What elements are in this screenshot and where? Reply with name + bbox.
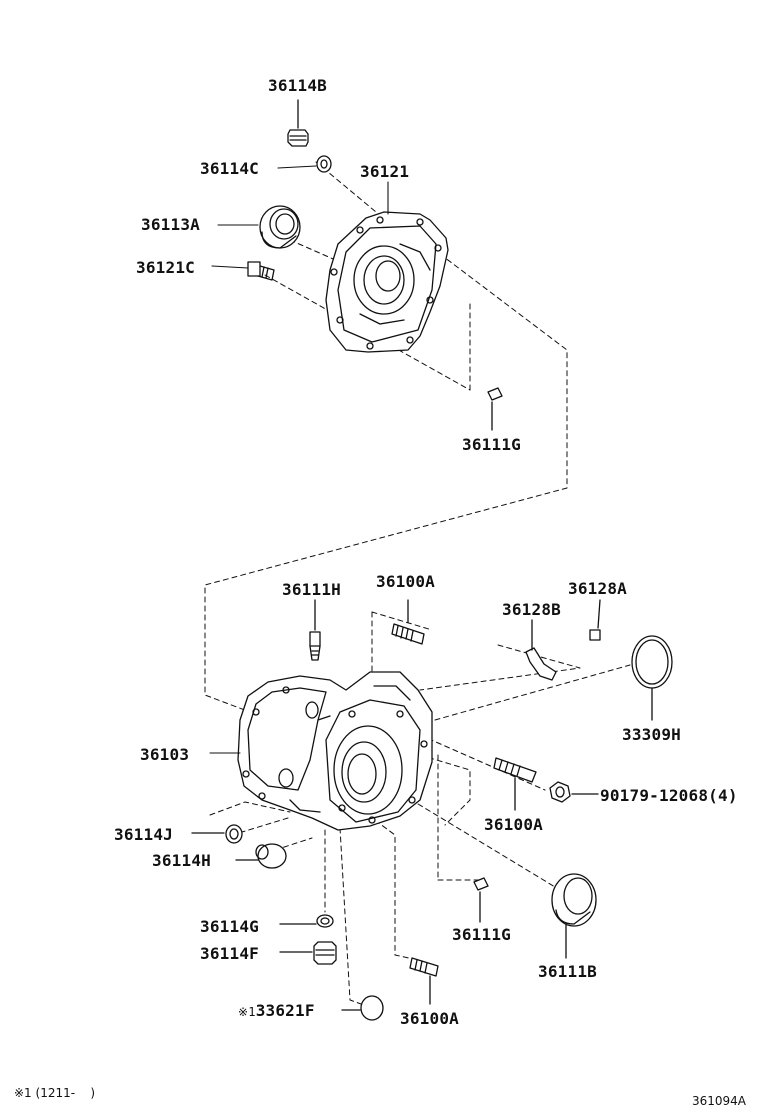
part-label-36121[interactable]: 36121 xyxy=(360,162,410,181)
part-label-36128a[interactable]: 36128A xyxy=(568,579,627,598)
oring-33621f-icon xyxy=(341,995,384,1021)
part-label-36114g[interactable]: 36114G xyxy=(200,917,259,936)
pin-36111g-bottom-icon xyxy=(473,877,489,923)
part-label-36121c[interactable]: 36121C xyxy=(136,258,195,277)
part-label-36100a-right[interactable]: 36100A xyxy=(484,815,543,834)
part-label-36114f[interactable]: 36114F xyxy=(200,944,259,963)
part-label-36114h[interactable]: 36114H xyxy=(152,851,211,870)
plug-36114h-icon xyxy=(235,843,287,869)
bolt-36121c-icon xyxy=(247,261,275,281)
breather-36111h-icon xyxy=(309,599,321,661)
part-label-36113a[interactable]: 36113A xyxy=(141,215,200,234)
seal-36113a-icon xyxy=(259,205,301,249)
part-label-90179-12068[interactable]: 90179-12068(4) xyxy=(600,786,738,805)
pin-36111g-top-icon xyxy=(487,387,503,431)
bracket-36128b-icon xyxy=(525,619,557,681)
plug-36114b-icon xyxy=(287,99,309,147)
part-label-36114j[interactable]: 36114J xyxy=(114,825,173,844)
part-label-33309h[interactable]: 33309H xyxy=(622,725,681,744)
part-label-36103[interactable]: 36103 xyxy=(140,745,190,764)
stud-36100a-bottom-icon xyxy=(409,957,439,1005)
part-label-36114c[interactable]: 36114C xyxy=(200,159,259,178)
part-label-36100a-top[interactable]: 36100A xyxy=(376,572,435,591)
part-label-36111g-top[interactable]: 36111G xyxy=(462,435,521,454)
part-label-36111h[interactable]: 36111H xyxy=(282,580,341,599)
nut-90179-icon xyxy=(549,781,599,803)
part-label-33621f[interactable]: ※133621F xyxy=(238,1001,315,1020)
footnote: ※1 (1211- ) xyxy=(14,1086,95,1100)
bolt-36128a-icon xyxy=(589,599,601,641)
part-code: 33621F xyxy=(255,1001,315,1020)
plug-36114f-icon xyxy=(279,941,337,965)
seal-36111b-icon xyxy=(551,873,597,959)
seal-33309h-icon xyxy=(631,635,673,721)
footnote-mark: ※1 xyxy=(14,1086,32,1100)
gasket-36114c-icon xyxy=(316,155,332,173)
gasket-36114j-icon xyxy=(191,824,243,844)
stud-36100a-right-icon xyxy=(493,757,537,811)
stud-36100a-top-icon xyxy=(391,599,425,645)
gasket-36114g-icon xyxy=(279,914,334,928)
leader-lines xyxy=(209,165,389,754)
part-label-36128b[interactable]: 36128B xyxy=(502,600,561,619)
assembly-dashed-lines xyxy=(204,161,631,1009)
part-label-36111g-bottom[interactable]: 36111G xyxy=(452,925,511,944)
part-label-36100a-bottom[interactable]: 36100A xyxy=(400,1009,459,1028)
footnote-mark: ※1 xyxy=(238,1005,256,1019)
diagram-id: 361094A xyxy=(692,1094,747,1108)
transfer-case-36103-icon xyxy=(237,671,433,831)
extension-housing-36121-icon xyxy=(325,211,449,353)
footnote-text: (1211- ) xyxy=(35,1086,96,1100)
part-label-36111b[interactable]: 36111B xyxy=(538,962,597,981)
part-label-36114b[interactable]: 36114B xyxy=(268,76,327,95)
